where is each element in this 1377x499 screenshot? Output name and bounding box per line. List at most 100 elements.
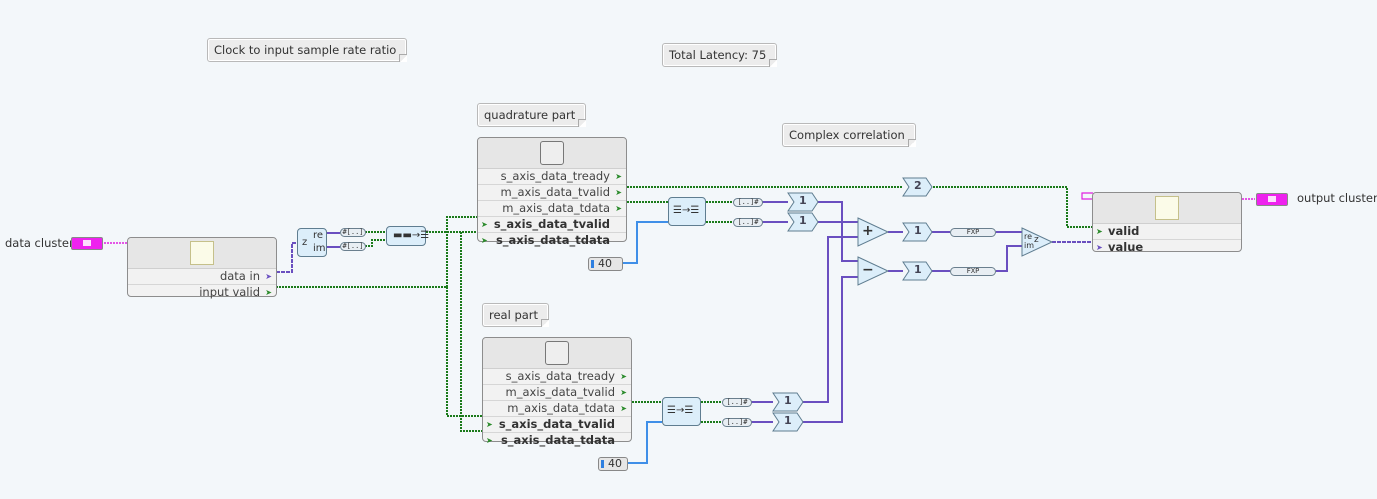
port-label: input valid <box>199 285 260 299</box>
ip-block-real[interactable]: s_axis_data_tready ➤ m_axis_data_tvalid ➤ … <box>482 337 632 447</box>
port-label: m_axis_data_tvalid <box>500 185 610 199</box>
build-array-icon: ▬▬→☰ <box>393 230 430 241</box>
delay-q1-label: 1 <box>799 194 807 207</box>
split-array-quadrature[interactable]: ☰→☰ <box>668 197 706 226</box>
delay-valid-label: 2 <box>914 179 922 192</box>
split-array-icon: ☰→☰ <box>667 405 694 416</box>
port-label: m_axis_data_tdata <box>507 401 615 415</box>
to-fixed-point-sub[interactable]: FXP <box>950 267 996 276</box>
split-array-real[interactable]: ☰→☰ <box>662 397 701 426</box>
delay-add-label: 1 <box>914 224 922 237</box>
bundle-icon <box>1155 196 1179 220</box>
note-total-latency[interactable]: Total Latency: 75 <box>662 43 778 67</box>
combine-im-label: im <box>1024 241 1035 250</box>
port-label: s_axis_data_tdata <box>500 433 615 447</box>
port-s-axis-data-tready[interactable]: s_axis_data_tready ➤ <box>483 369 631 385</box>
output-arrow-icon: ➤ <box>615 204 622 213</box>
bool-array-to-number-r2[interactable]: [..]# <box>722 418 752 427</box>
unbundle-output-data-in[interactable]: data in ➤ <box>128 269 276 285</box>
delay-sub-label: 1 <box>914 263 922 276</box>
delay-r2-label: 1 <box>784 414 792 427</box>
note-complex-correlation[interactable]: Complex correlation <box>782 123 916 147</box>
delay-shapes <box>772 177 1054 432</box>
port-m-axis-data-tvalid[interactable]: m_axis_data_tvalid➤ <box>478 185 626 201</box>
port-label: s_axis_data_tdata <box>495 233 610 247</box>
bool-array-to-number-q2[interactable]: [..]# <box>733 218 763 227</box>
port-s-axis-data-tvalid[interactable]: ➤ s_axis_data_tvalid <box>478 217 626 233</box>
output-arrow-icon: ➤ <box>620 388 627 397</box>
note-fold-icon <box>769 59 778 67</box>
port-s-axis-data-tdata[interactable]: ➤ s_axis_data_tdata <box>478 233 626 248</box>
output-cluster-label: output cluster <box>1297 191 1377 205</box>
add-op-label: + <box>862 223 874 239</box>
port-label: s_axis_data_tvalid <box>498 417 615 431</box>
number-to-bool-array-im[interactable]: #[..] <box>340 242 366 251</box>
unbundle-output-input-valid[interactable]: input valid ➤ <box>128 285 276 300</box>
z-label: z <box>302 237 308 248</box>
port-m-axis-data-tdata[interactable]: m_axis_data_tdata ➤ <box>483 401 631 417</box>
port-m-axis-data-tdata[interactable]: m_axis_data_tdata ➤ <box>478 201 626 217</box>
note-fold-icon <box>541 319 550 327</box>
split-array-icon: ☰→☰ <box>673 205 700 216</box>
combine-re-label: re <box>1024 232 1033 241</box>
note-fold-icon <box>399 54 408 62</box>
port-m-axis-data-tvalid[interactable]: m_axis_data_tvalid ➤ <box>483 385 631 401</box>
output-arrow-icon: ➤ <box>620 372 627 381</box>
input-arrow-icon: ➤ <box>1096 227 1103 236</box>
note-real-part[interactable]: real part <box>482 303 550 327</box>
constant-split-real[interactable]: 40 <box>598 457 628 471</box>
note-clock-ratio[interactable]: Clock to input sample rate ratio <box>207 38 408 62</box>
delay-q2-label: 1 <box>799 214 807 227</box>
port-s-axis-data-tready[interactable]: s_axis_data_tready ➤ <box>478 169 626 185</box>
wire-int-q <box>623 221 668 264</box>
bundle-input-valid[interactable]: ➤ valid <box>1093 224 1241 240</box>
constant-split-quadrature[interactable]: 40 <box>588 257 623 271</box>
port-label: valid <box>1108 224 1140 238</box>
ip-core-icon <box>540 141 564 165</box>
output-arrow-icon: ➤ <box>615 172 622 181</box>
input-arrow-icon: ➤ <box>481 236 488 245</box>
bool-array-to-number-r1[interactable]: [..]# <box>722 398 752 407</box>
data-cluster-label: data cluster <box>5 236 74 250</box>
combine-z-label: z <box>1034 235 1039 245</box>
bundle-by-name[interactable]: ➤ valid ➤value <box>1092 192 1242 255</box>
port-label: m_axis_data_tvalid <box>505 385 615 399</box>
note-text: quadrature part <box>484 108 576 122</box>
note-text: Clock to input sample rate ratio <box>214 43 397 57</box>
build-array[interactable]: ▬▬→☰ <box>386 226 430 246</box>
input-arrow-icon: ➤ <box>1096 243 1103 252</box>
port-label: m_axis_data_tdata <box>502 201 610 215</box>
data-cluster-terminal[interactable] <box>71 237 103 250</box>
wire-data-in <box>276 242 298 273</box>
port-s-axis-data-tdata[interactable]: ➤ s_axis_data_tdata <box>483 433 631 448</box>
port-label: s_axis_data_tready <box>505 369 615 383</box>
note-fold-icon <box>578 119 587 127</box>
wire-bool-array2 <box>365 239 386 247</box>
port-label: s_axis_data_tready <box>500 169 610 183</box>
bundle-input-value[interactable]: ➤value <box>1093 240 1241 255</box>
unbundle-by-name[interactable]: data in ➤ input valid ➤ <box>127 237 277 300</box>
wire-int-r <box>627 421 662 464</box>
note-text: Complex correlation <box>789 128 905 142</box>
output-arrow-icon: ➤ <box>265 272 272 281</box>
ip-block-quadrature[interactable]: s_axis_data_tready ➤ m_axis_data_tvalid ➤ … <box>477 137 627 247</box>
input-arrow-icon: ➤ <box>486 436 493 445</box>
note-text: real part <box>489 308 539 322</box>
note-fold-icon <box>907 139 916 147</box>
output-arrow-icon: ➤ <box>620 404 627 413</box>
complex-to-re-im[interactable]: z re im <box>297 228 327 257</box>
port-s-axis-data-tvalid[interactable]: ➤ s_axis_data_tvalid <box>483 417 631 433</box>
input-arrow-icon: ➤ <box>481 220 488 229</box>
bool-array-to-number-q1[interactable]: [..]# <box>733 198 763 207</box>
input-arrow-icon: ➤ <box>486 420 493 429</box>
delay-r1-label: 1 <box>784 394 792 407</box>
port-label: s_axis_data_tvalid <box>493 217 610 231</box>
number-to-bool-array-re[interactable]: #[..] <box>340 228 366 237</box>
port-label: data in <box>219 269 260 283</box>
sub-op-label: − <box>862 262 874 278</box>
output-arrow-icon: ➤ <box>265 288 272 297</box>
note-quadrature-part[interactable]: quadrature part <box>477 103 587 127</box>
output-cluster-terminal[interactable] <box>1256 193 1288 206</box>
unbundle-icon <box>190 241 214 265</box>
to-fixed-point-add[interactable]: FXP <box>950 228 996 237</box>
